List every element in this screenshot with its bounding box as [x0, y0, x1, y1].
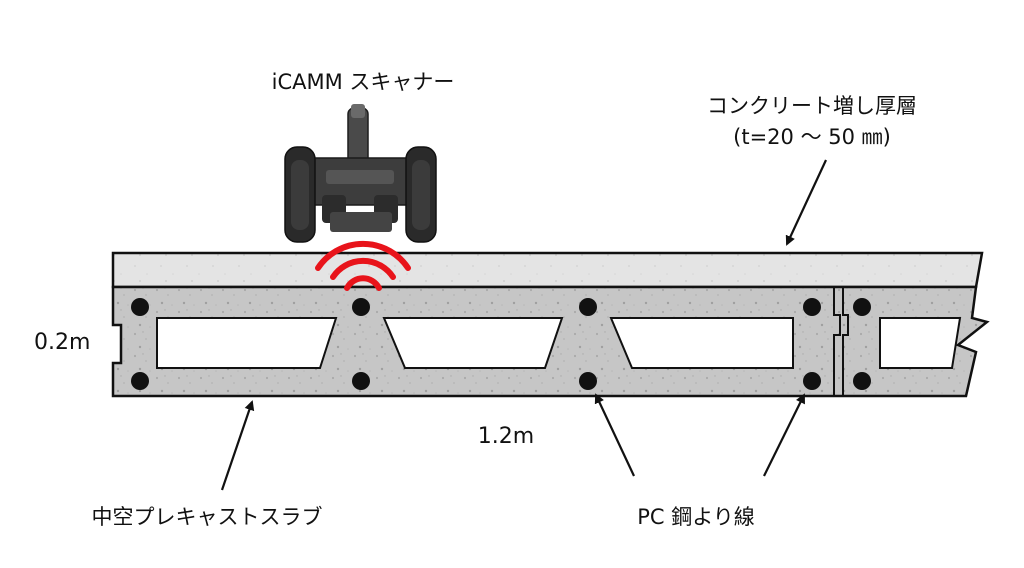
- pc-strand: [579, 298, 597, 316]
- hollow-core-1: [156, 317, 338, 369]
- slab-width-label: 1.2m: [477, 424, 535, 449]
- hollow-slab-label: 中空プレキャストスラブ: [91, 505, 323, 529]
- topping-thickness-label: (t=20 ～ 50 ㎜): [733, 125, 891, 149]
- leader-arrows: [220, 159, 827, 491]
- pc-strand: [579, 372, 597, 390]
- pc-strand: [803, 298, 821, 316]
- arrow-strand-2: [763, 393, 805, 477]
- pc-strand: [352, 298, 370, 316]
- hollow-core-4: [879, 317, 962, 369]
- hollow-core-3: [609, 317, 794, 369]
- scanner-robot-icon: [284, 104, 437, 243]
- radar-wave-icon: [315, 240, 411, 291]
- pc-strand: [803, 372, 821, 390]
- arrow-topping: [785, 159, 827, 246]
- hollow-core-slab: [111, 285, 990, 398]
- pc-strand: [853, 372, 871, 390]
- topping-layer-label: コンクリート増し厚層: [707, 94, 917, 118]
- pc-strand: [853, 298, 871, 316]
- pc-strand-label: PC 鋼より線: [637, 505, 755, 529]
- scanner-label: iCAMM スキャナー: [271, 70, 455, 94]
- arrow-strand-1: [594, 393, 635, 477]
- topping-layer: [111, 251, 984, 289]
- pc-strands: [131, 298, 871, 390]
- slab-height-label: 0.2m: [34, 330, 91, 355]
- pc-strand: [352, 372, 370, 390]
- pc-strand: [131, 298, 149, 316]
- arrow-slab: [220, 400, 255, 491]
- hollow-core-2: [382, 317, 564, 369]
- pc-strand: [131, 372, 149, 390]
